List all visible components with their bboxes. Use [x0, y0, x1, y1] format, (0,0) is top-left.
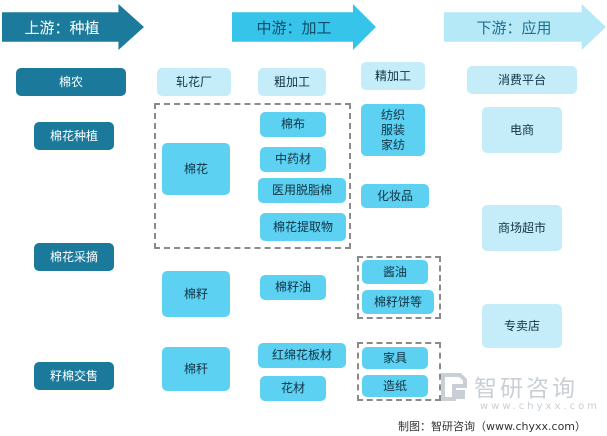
node-chinese-medicine: 中药材 [260, 147, 326, 172]
node-cottonseed-oil: 棉籽油 [260, 275, 326, 300]
node-cotton-farmer: 棉农 [16, 68, 126, 96]
node-cotton: 棉花 [162, 143, 230, 195]
stage-upstream-label: 上游：种植 [24, 18, 100, 37]
node-supermarket: 商场超市 [482, 205, 562, 251]
node-rough-processing: 粗加工 [258, 68, 326, 96]
stage-downstream-arrow: 下游：应用 [444, 4, 606, 50]
watermark-brand: 智研咨询 [474, 376, 578, 402]
node-ecommerce: 电商 [482, 107, 562, 153]
node-specialty-store: 专卖店 [482, 304, 562, 348]
node-cotton-board: 红绵花板材 [258, 343, 346, 368]
node-fine-processing: 精加工 [361, 62, 425, 90]
node-papermaking: 造纸 [362, 375, 428, 397]
node-cottonseed: 棉籽 [162, 271, 230, 317]
node-cotton-picking: 棉花采摘 [34, 243, 114, 271]
chyxx-logo-icon [441, 373, 467, 401]
stage-midstream-label: 中游：加工 [256, 18, 332, 37]
node-cotton-cloth: 棉布 [260, 112, 326, 137]
node-cotton-extract: 棉花提取物 [260, 213, 346, 241]
group-cottonseed-products [357, 256, 441, 319]
node-absorbent-cotton: 医用脱脂棉 [258, 178, 346, 203]
watermark-url: www.chyxx.com [480, 401, 600, 412]
stage-midstream-arrow: 中游：加工 [232, 4, 376, 50]
node-seed-cotton-sale: 籽棉交售 [34, 362, 114, 390]
stage-downstream-label: 下游：应用 [476, 18, 552, 37]
node-cotton-planting: 棉花种植 [34, 122, 114, 150]
stage-upstream-arrow: 上游：种植 [2, 4, 144, 50]
node-seed-cake: 棉籽饼等 [362, 290, 434, 314]
node-flower-material: 花材 [260, 376, 326, 401]
node-cosmetics: 化妆品 [361, 184, 429, 208]
node-ginning-mill: 轧花厂 [157, 68, 231, 96]
source-caption: 制图：智研咨询（www.chyxx.com） [398, 420, 587, 433]
group-cotton-products [154, 103, 351, 249]
group-stalk-products [357, 342, 441, 401]
node-cotton-stalk: 棉秆 [162, 347, 230, 391]
node-textiles: 纺织 服装 家纺 [361, 104, 425, 156]
node-furniture: 家具 [362, 347, 428, 369]
node-soy-sauce: 酱油 [362, 260, 428, 284]
node-consumer-platform: 消费平台 [467, 66, 577, 94]
